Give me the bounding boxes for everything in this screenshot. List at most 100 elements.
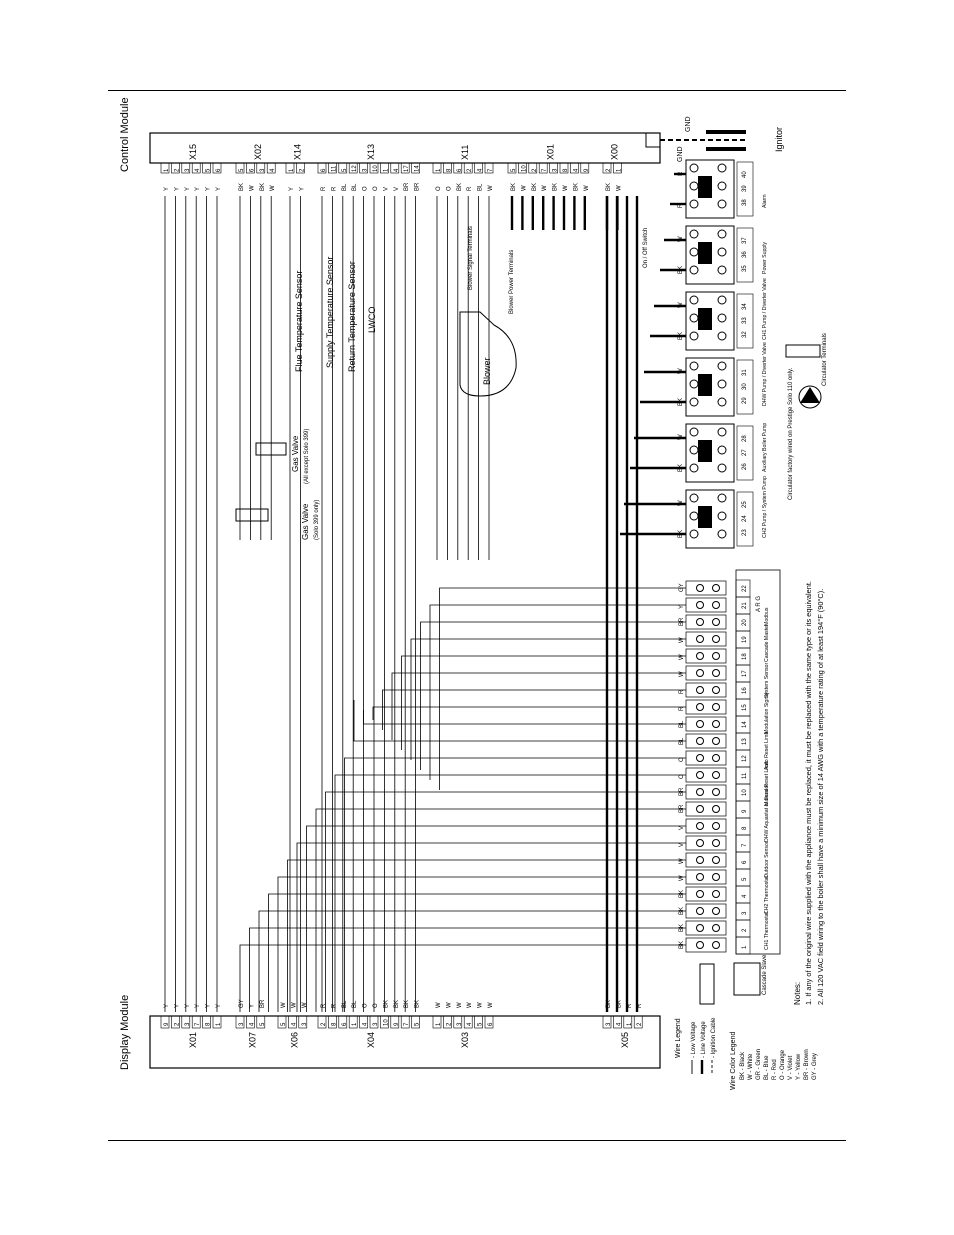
control-connector-x15: X15 [188, 144, 198, 160]
terminal-screw [689, 265, 699, 275]
lv-terminal-number: 20 [742, 619, 748, 626]
display-wire-color: BK [404, 1000, 410, 1008]
lv-terminal-number: 12 [742, 755, 748, 762]
display-pin-box [623, 1015, 633, 1029]
low-voltage-wire [239, 944, 686, 1012]
terminal-screw [712, 584, 720, 592]
control-connector-x02: X02 [253, 144, 263, 160]
display-connector-x05: X05 [620, 1032, 630, 1048]
lv-wire-color: W [679, 858, 685, 864]
control-pin-number: 4 [394, 168, 400, 172]
terminal-screw [696, 856, 704, 864]
terminal-screw [696, 890, 704, 898]
control-pin-number: 2 [532, 168, 538, 172]
low-voltage-wire [325, 791, 686, 1012]
control-pin-box [296, 162, 305, 174]
control-pin-number: 6 [321, 168, 327, 172]
lv-terminal-label: Manual Reset Limit [764, 761, 770, 806]
low-voltage-wire [315, 808, 686, 1012]
terminal-screw [689, 379, 699, 389]
control-connector-x13: X13 [366, 144, 376, 160]
hv-terminal-block [685, 291, 735, 351]
control-pin-number: 4 [573, 168, 579, 172]
hv-terminal-number: 36 [742, 251, 748, 258]
control-pin-box [380, 162, 389, 174]
flue-sensor-label: Flue Temperature Sensor [294, 271, 304, 372]
display-pin-box [288, 1015, 297, 1029]
terminal-screw [717, 493, 727, 503]
hv-terminal-number: 24 [742, 515, 748, 522]
control-pin-box [538, 162, 548, 174]
control-pin-box [181, 162, 191, 174]
terminal-screw [689, 163, 699, 173]
terminal-screw [689, 397, 699, 407]
control-pin-number: 6 [249, 168, 255, 172]
display-pin-number: 1 [436, 1022, 442, 1026]
display-wire-color: W [291, 1002, 297, 1008]
control-pin-box [443, 162, 452, 174]
blower-symbol [459, 311, 517, 397]
terminal-screw [712, 618, 720, 626]
terminal-screw [696, 720, 704, 728]
control-wire-color: W [249, 185, 255, 191]
hv-number-box [736, 425, 754, 481]
lv-wire-color: O [679, 774, 685, 779]
display-pin-number: 5 [478, 1022, 484, 1026]
terminal-screw [696, 907, 704, 915]
display-wire-color: O [373, 1003, 379, 1008]
lv-terminal-number: 8 [742, 826, 748, 830]
lv-number-box [735, 800, 751, 819]
hv-terminal-number: 38 [742, 199, 748, 206]
color-legend-title: Wire Color Legend [730, 1032, 737, 1090]
hv-terminal-label: Power Supply [762, 242, 768, 274]
control-wire-color: BL [342, 183, 348, 191]
lv-terminal-number: 10 [742, 789, 748, 796]
display-wire-color: R [331, 1003, 337, 1008]
control-pin-box [390, 162, 400, 174]
low-voltage-wire [363, 710, 686, 725]
terminal-screw [717, 361, 727, 371]
control-pin-box [285, 162, 295, 174]
hv-terminal-cover [698, 176, 712, 198]
display-pin-box [380, 1015, 389, 1029]
display-wire-color: BK [606, 1000, 612, 1008]
terminal-screw [696, 618, 704, 626]
low-voltage-wire [420, 621, 686, 770]
lv-wire-color: V [679, 826, 685, 830]
control-wire-color: O [373, 186, 379, 191]
lv-terminal-number: 17 [742, 670, 748, 677]
terminal-screw [712, 703, 720, 711]
display-wire-color: O [363, 1003, 369, 1008]
hv-terminal-label: Auxiliary Boiler Pump [762, 423, 768, 472]
control-pin-box [602, 162, 612, 174]
control-wire-color: W [584, 185, 590, 191]
lwco-label: LWCO [367, 307, 377, 333]
control-pin-number: 7 [542, 168, 548, 172]
terminal-screw [712, 754, 720, 762]
low-voltage-wire [306, 825, 686, 1012]
supply-sensor-label: Supply Temperature Sensor [325, 257, 335, 368]
hv-terminal-label: DHW Pump / Diverter Valve [762, 342, 768, 406]
control-wire-color: R [321, 186, 327, 191]
lv-terminal-number: 21 [742, 602, 748, 609]
terminal-screw [696, 771, 704, 779]
display-pin-box [474, 1015, 483, 1029]
circulator-symbol [798, 385, 822, 409]
cascade-slave-box [733, 962, 761, 996]
terminal-screw [712, 635, 720, 643]
lv-terminal-number: 15 [742, 704, 748, 711]
hv-terminal-number: 29 [742, 397, 748, 404]
wire-legend-item: - Low Voltage [691, 1021, 697, 1058]
terminal-screw [689, 361, 699, 371]
lv-terminal-number: 7 [742, 843, 748, 847]
control-module-title: Control Module [119, 97, 131, 172]
lv-number-box [735, 868, 751, 887]
display-wire-color: W [467, 1002, 473, 1008]
hv-terminal-cover [698, 374, 712, 396]
terminal-screw [696, 669, 704, 677]
lv-terminal-number: 3 [742, 911, 748, 915]
display-module-title: Display Module [119, 995, 131, 1070]
control-pin-box [400, 162, 410, 174]
control-pin-number: 1 [383, 168, 389, 172]
display-pin-number: 3 [606, 1022, 612, 1026]
